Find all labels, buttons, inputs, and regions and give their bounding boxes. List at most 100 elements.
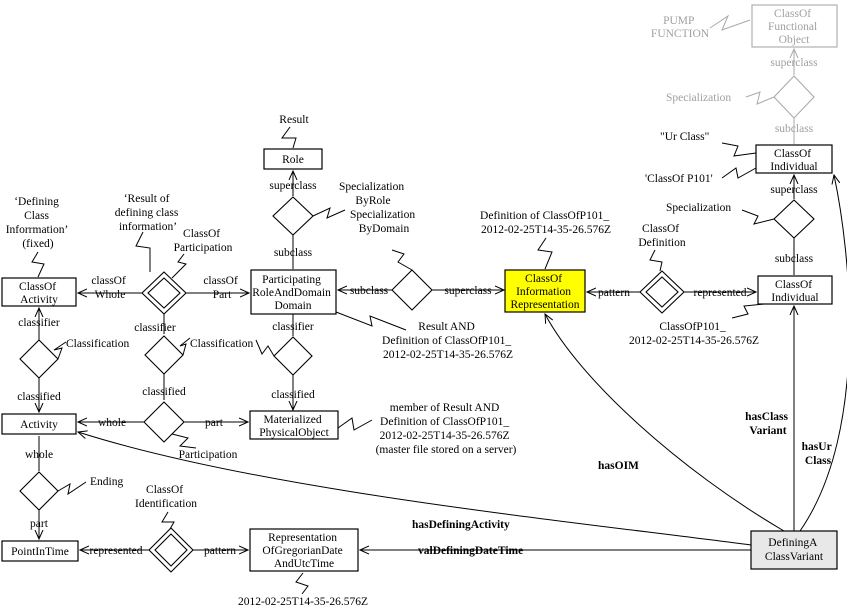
classification-label-2: Classification <box>190 338 253 350</box>
has-defining-activity-edge <box>78 432 752 546</box>
has-ur-class-label: hasUr Class <box>802 441 835 467</box>
specialization-diamond-right[interactable] <box>773 199 815 239</box>
grey-subclass-label: subclass <box>775 123 814 135</box>
classof-information-representation-box[interactable] <box>504 269 586 313</box>
classof-individual-top-group: ClassOf Individual "Ur Class" 'ClassOf P… <box>645 131 833 275</box>
activity-group: Activity <box>1 413 77 435</box>
result-and-definition-label: Result AND Definition of ClassOfP101_ 20… <box>382 321 514 361</box>
definition-of-classofp101-top-label: Definition of ClassOfP101_ 2012-02-25T14… <box>480 210 612 236</box>
materialized-physical-object-group: Materialized PhysicalObject member of Re… <box>249 402 517 456</box>
pump-function-callout <box>709 14 751 31</box>
ending-label: Ending <box>90 476 123 488</box>
defining-a-class-variant-group: DefiningA ClassVariant hasClass Variant … <box>78 175 847 570</box>
ending-group: whole Ending part PointInTime <box>1 436 123 562</box>
has-oim-label: hasOIM <box>598 460 639 472</box>
activity-box[interactable] <box>1 413 77 435</box>
grey-specialization-diamond[interactable] <box>773 75 815 119</box>
classof-definition-label: ClassOf Definition <box>638 223 686 249</box>
date-value-label: 2012-02-25T14-35-26.576Z <box>238 596 368 608</box>
superclass-label-domain: superclass <box>444 285 492 297</box>
classof-whole-label: classOf Whole <box>91 275 128 301</box>
classified-label-3: classified <box>271 389 315 401</box>
classof-individual-mid-group: ClassOf Individual ClassOfP101_ 2012-02-… <box>629 275 833 347</box>
specialization-label-right: Specialization <box>666 202 731 214</box>
classifier-label-1: classifier <box>18 317 60 329</box>
member-of-result-label: member of Result AND Definition of Class… <box>376 402 517 456</box>
specialization-by-role-diamond[interactable] <box>272 196 314 236</box>
classified-label-1: classified <box>17 391 61 403</box>
defining-a-class-variant-box[interactable] <box>750 530 838 570</box>
classof-information-representation-label: ClassOf Information Representation <box>511 273 580 311</box>
classof-activity-group: ‘Defining Class Inforrmation’ (fixed) Cl… <box>1 196 77 307</box>
classifier-label-2: classifier <box>134 322 176 334</box>
materialized-physical-object-label: Materialized PhysicalObject <box>259 414 329 439</box>
has-defining-activity-label: hasDefiningActivity <box>412 519 510 531</box>
representation-gregorian-label: Representation OfGregorianDate AndUtcTim… <box>262 532 345 570</box>
classifier-label-3: classifier <box>272 321 314 333</box>
grey-specialization-label: Specialization <box>666 92 731 104</box>
classof-identification-label: ClassOf Identification <box>135 484 197 510</box>
specialization-by-domain-group: Specialization ByDomain subclass supercl… <box>338 209 504 311</box>
whole-label-ending: whole <box>25 449 53 461</box>
materialized-physical-object-box[interactable] <box>249 410 339 440</box>
classof-participation-label: ClassOf Participation <box>174 228 233 254</box>
has-class-variant-label: hasClass Variant <box>745 411 791 437</box>
classification-diamond-2[interactable] <box>144 335 184 375</box>
result-of-defining-label: ‘Result of defining class information’ <box>115 193 181 233</box>
classof-participation-group: ‘Result of defining class information’ C… <box>78 193 249 315</box>
classification-label-1: Classification <box>66 338 129 350</box>
superclass-label-right: superclass <box>770 184 818 196</box>
represented-label-left: represented <box>90 545 143 557</box>
represented-label-right: represented <box>694 287 747 299</box>
pump-function-label: PUMP FUNCTION <box>651 15 710 40</box>
classification-left-group: classifier Classification classified <box>17 308 129 412</box>
classof-individual-mid-label: ClassOf Individual <box>771 279 818 304</box>
classification-mid-group: classifier Classification classified <box>134 314 253 400</box>
classification-diamond-1[interactable] <box>19 339 59 379</box>
classof-p101-label: 'ClassOf P101' <box>645 173 713 185</box>
has-ur-class-edge <box>799 175 847 532</box>
part-label-ending: part <box>30 518 49 530</box>
specialization-by-domain-label: Specialization ByDomain <box>350 209 418 235</box>
pattern-label-right: pattern <box>598 287 630 299</box>
classof-functional-object-box[interactable] <box>751 4 838 48</box>
ending-diamond[interactable] <box>19 471 59 511</box>
grey-superclass-label: superclass <box>770 57 818 69</box>
whole-label-activity: whole <box>98 417 126 429</box>
ur-class-label: "Ur Class" <box>660 131 709 143</box>
representation-gregorian-group: Representation OfGregorianDate AndUtcTim… <box>238 528 368 608</box>
classification-diamond-3[interactable] <box>273 336 313 376</box>
part-label-activity: part <box>205 417 224 429</box>
classification-right-group: classifier classified <box>255 314 315 410</box>
role-label: Role <box>282 154 304 166</box>
classof-functional-object-label: ClassOf Functional Object <box>768 8 820 46</box>
grey-specialization-group: ClassOf Functional Object PUMP FUNCTION … <box>651 4 838 144</box>
classof-part-label: classOf Part <box>203 275 240 301</box>
participation-group: whole part Participation <box>78 401 248 461</box>
participation-diamond[interactable] <box>143 401 185 443</box>
val-defining-date-time-label: valDefiningDateTime <box>418 545 523 557</box>
classof-individual-top-label: ClassOf Individual <box>770 148 817 173</box>
classof-identification-group: ClassOf Identification represented patte… <box>80 484 248 573</box>
classified-label-2: classified <box>142 386 186 398</box>
defining-class-information-label: ‘Defining Class Inforrmation’ (fixed) <box>6 196 71 250</box>
activity-label: Activity <box>20 419 58 431</box>
subclass-label-right: subclass <box>775 253 814 265</box>
point-in-time-box[interactable] <box>1 540 79 562</box>
point-in-time-label: PointInTime <box>11 546 69 558</box>
classof-information-representation-group: ClassOf Information Representation Defin… <box>480 210 612 313</box>
classof-definition-group: ClassOf Definition pattern represented <box>587 223 756 314</box>
specialization-by-domain-diamond[interactable] <box>391 269 433 311</box>
defining-a-class-variant-label: DefiningA ClassVariant <box>765 537 824 563</box>
classof-activity-label: ClassOf Activity <box>19 281 59 306</box>
role-group: Result Role superclass Specialization By… <box>263 114 404 269</box>
classof-individual-top-box[interactable] <box>755 144 833 174</box>
participating-role-label: Participating RoleAndDomain Domain <box>252 274 333 312</box>
role-box[interactable] <box>263 148 323 170</box>
superclass-label-role: superclass <box>269 180 317 192</box>
subclass-label-role: subclass <box>274 247 313 259</box>
classof-individual-mid-box[interactable] <box>757 275 833 305</box>
classof-activity-box[interactable] <box>1 277 77 307</box>
representation-gregorian-box[interactable] <box>249 528 359 572</box>
pattern-label-left: pattern <box>204 545 236 557</box>
